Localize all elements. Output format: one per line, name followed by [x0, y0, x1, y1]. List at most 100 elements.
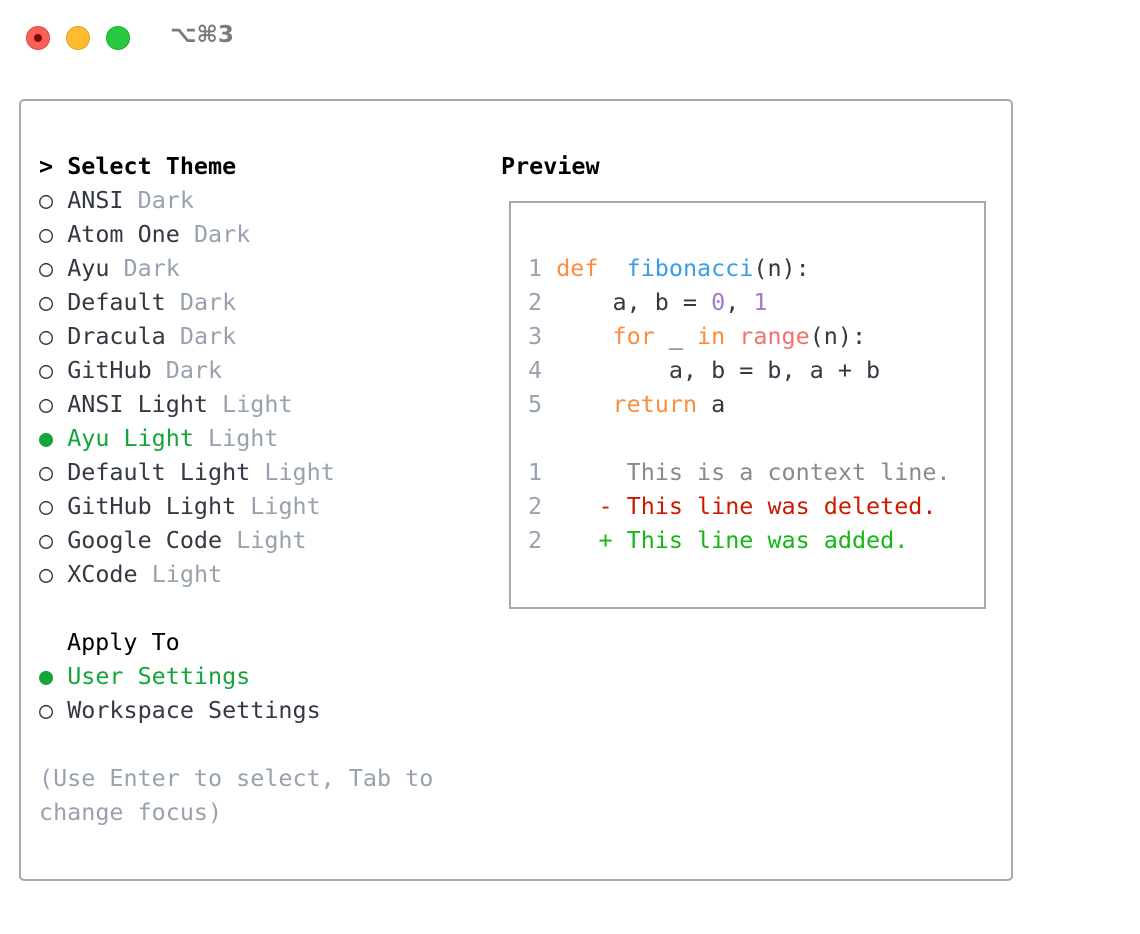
code-line: 4 a, b = b, a + b: [528, 353, 880, 387]
code-token: (n):: [753, 254, 810, 282]
theme-option[interactable]: ○ ANSI Dark: [39, 183, 194, 217]
diff-line: 2 - This line was deleted.: [528, 489, 936, 523]
theme-option[interactable]: ○ Ayu Dark: [39, 251, 180, 285]
radio-unselected-icon: ○: [39, 526, 54, 554]
radio-unselected-icon: ○: [39, 560, 54, 588]
code-token: [598, 254, 626, 282]
select-theme-heading: > Select Theme: [39, 149, 236, 183]
minimize-window-button[interactable]: [66, 26, 90, 50]
diff-text: This line was deleted.: [626, 492, 937, 520]
radio-unselected-icon: ○: [39, 696, 54, 724]
radio-unselected-icon: ○: [39, 356, 54, 384]
theme-option[interactable]: ○ Dracula Dark: [39, 319, 236, 353]
apply-to-label: User Settings: [67, 662, 251, 690]
theme-option[interactable]: ○ XCode Light: [39, 557, 222, 591]
theme-type: Light: [222, 390, 293, 418]
preview-heading: Preview: [501, 152, 600, 180]
theme-type: Dark: [165, 356, 223, 384]
theme-type: Light: [236, 526, 307, 554]
diff-marker: +: [598, 526, 613, 554]
theme-type: Light: [208, 424, 279, 452]
theme-option[interactable]: ○ GitHub Dark: [39, 353, 222, 387]
radio-unselected-icon: ○: [39, 220, 54, 248]
theme-option[interactable]: ● Ayu Light Light: [39, 421, 278, 455]
close-window-button[interactable]: [26, 26, 50, 50]
radio-unselected-icon: ○: [39, 254, 54, 282]
theme-name: Atom One: [67, 220, 180, 248]
theme-type: Dark: [179, 288, 237, 316]
theme-type: Light: [250, 492, 321, 520]
hint-text-line-2: change focus): [39, 798, 223, 826]
diff-marker: [598, 458, 612, 486]
theme-type: Dark: [193, 220, 251, 248]
code-token: a: [697, 390, 726, 418]
radio-unselected-icon: ○: [39, 390, 54, 418]
apply-to-option[interactable]: ● User Settings: [39, 659, 250, 693]
code-token: [556, 322, 612, 350]
theme-type: Light: [151, 560, 223, 588]
apply-to-heading: Apply To: [67, 628, 180, 656]
theme-option[interactable]: ○ Default Dark: [39, 285, 236, 319]
diff-line: 1 This is a context line.: [528, 455, 951, 489]
apply-to-option[interactable]: ○ Workspace Settings: [39, 693, 321, 727]
maximize-window-button[interactable]: [106, 26, 130, 50]
code-token: a, b = b, a + b: [556, 356, 881, 384]
code-line: 2 a, b = 0, 1: [528, 285, 767, 319]
radio-unselected-icon: ○: [39, 492, 54, 520]
code-token: 0: [711, 288, 726, 316]
diff-marker: -: [598, 492, 613, 520]
theme-name: Ayu Light: [67, 424, 194, 452]
theme-name: GitHub Light: [67, 492, 237, 520]
select-theme-title: Select Theme: [67, 152, 237, 180]
theme-option[interactable]: ○ Default Light Light: [39, 455, 335, 489]
theme-option[interactable]: ○ Google Code Light: [39, 523, 307, 557]
hint-text-line-1: (Use Enter to select, Tab to: [39, 764, 434, 792]
theme-name: ANSI Light: [67, 390, 209, 418]
code-token: [725, 322, 739, 350]
code-token: a, b =: [556, 288, 712, 316]
code-token: _: [654, 322, 698, 350]
code-token: 1: [753, 288, 768, 316]
code-token: return: [612, 390, 698, 418]
theme-type: Dark: [179, 322, 237, 350]
line-number: 2: [528, 526, 543, 554]
code-token: fibonacci: [626, 254, 754, 282]
theme-dialog: [19, 99, 1013, 881]
code-token: in: [697, 322, 726, 350]
code-token: def: [556, 254, 599, 282]
line-number: 1: [528, 254, 543, 282]
radio-selected-icon: ●: [39, 424, 54, 452]
radio-unselected-icon: ○: [39, 186, 54, 214]
theme-name: Default Light: [67, 458, 251, 486]
code-token: for: [612, 322, 655, 350]
theme-option[interactable]: ○ GitHub Light Light: [39, 489, 321, 523]
line-number: 4: [528, 356, 543, 384]
theme-type: Dark: [137, 186, 194, 214]
diff-text: This line was added.: [626, 526, 909, 554]
code-line: 1 def fibonacci(n):: [528, 251, 810, 285]
focus-prompt-icon: >: [39, 152, 54, 180]
theme-name: Default: [67, 288, 166, 316]
code-token: ,: [725, 288, 754, 316]
theme-name: Dracula: [67, 322, 166, 350]
theme-type: Light: [264, 458, 335, 486]
theme-name: GitHub: [67, 356, 152, 384]
radio-selected-icon: ●: [39, 662, 54, 690]
theme-name: XCode: [67, 560, 138, 588]
code-token: range: [739, 322, 810, 350]
apply-to-label: Workspace Settings: [67, 696, 321, 724]
theme-option[interactable]: ○ Atom One Dark: [39, 217, 250, 251]
theme-option[interactable]: ○ ANSI Light Light: [39, 387, 293, 421]
radio-unselected-icon: ○: [39, 288, 54, 316]
theme-name: Ayu: [67, 254, 110, 282]
line-number: 2: [528, 288, 543, 316]
theme-name: ANSI: [67, 186, 124, 214]
diff-line: 2 + This line was added.: [528, 523, 908, 557]
diff-text: This is a context line.: [626, 458, 951, 486]
window-title: ⌥⌘3: [170, 22, 234, 48]
radio-unselected-icon: ○: [39, 322, 54, 350]
code-line: 5 return a: [528, 387, 725, 421]
theme-type: Dark: [123, 254, 180, 282]
line-number: 1: [528, 458, 543, 486]
code-line: 3 for _ in range(n):: [528, 319, 866, 353]
